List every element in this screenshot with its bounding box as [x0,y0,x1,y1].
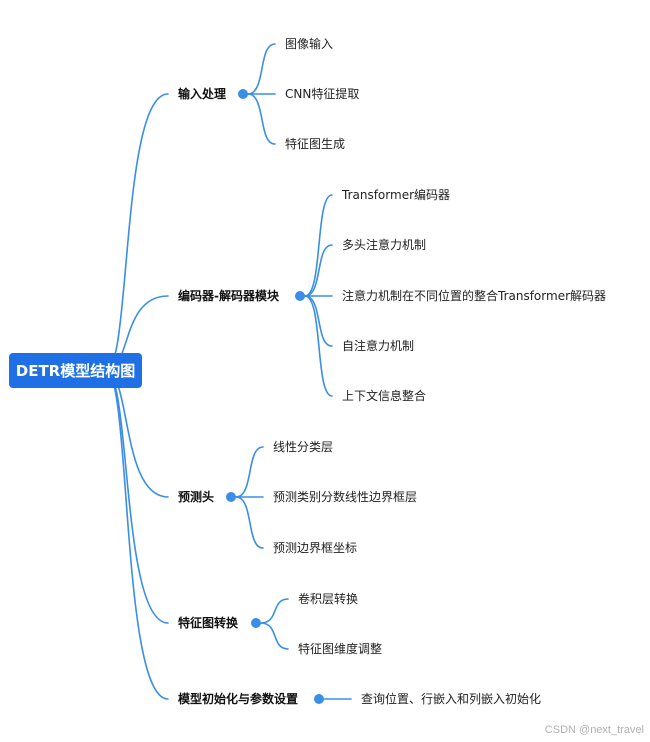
root-branch-connector [105,370,169,700]
leaf-connector [304,194,333,297]
leaf-connector [304,295,333,347]
leaf-label[interactable]: 自注意力机制 [342,339,415,353]
leaf-label[interactable]: 多头注意力机制 [342,238,427,252]
leaf-label[interactable]: 特征图维度调整 [298,642,383,656]
branch-dot[interactable] [314,694,324,704]
leaf-connector [235,446,264,498]
leaf-label[interactable]: 特征图生成 [285,137,346,151]
leaf-label[interactable]: 上下文信息整合 [342,389,427,403]
leaf-connector [260,598,289,624]
branch-dot[interactable] [251,618,261,628]
watermark: CSDN @next_travel [544,724,644,736]
leaf-label[interactable]: 线性分类层 [273,440,334,454]
leaf-label[interactable]: 卷积层转换 [298,592,359,606]
leaf-label[interactable]: 查询位置、行嵌入和列嵌入初始化 [361,692,542,706]
branch-label[interactable]: 特征图转换 [178,616,239,630]
root-branch-connector [105,370,169,624]
branch-label[interactable]: 预测头 [178,490,215,504]
branch-label[interactable]: 模型初始化与参数设置 [178,692,299,706]
leaf-connector [304,295,333,397]
branch-label[interactable]: 输入处理 [178,87,227,101]
root-branch-connector [105,93,169,372]
branch-dot[interactable] [238,89,248,99]
branch-dot[interactable] [295,291,305,301]
leaf-label[interactable]: 图像输入 [285,37,334,51]
leaf-label[interactable]: 预测边界框坐标 [273,541,358,555]
leaf-label[interactable]: 预测类别分数线性边界框层 [273,490,418,504]
branch-dot[interactable] [226,492,236,502]
leaf-label[interactable]: 注意力机制在不同位置的整合Transformer解码器 [342,289,607,303]
leaf-connector [247,93,276,145]
branch-label[interactable]: 编码器-解码器模块 [178,289,279,303]
leaf-connector [247,43,276,95]
leaf-connector [235,496,264,549]
leaf-connector [304,244,333,297]
leaf-label[interactable]: CNN特征提取 [285,87,360,101]
leaf-connector [260,622,289,650]
root-node[interactable]: DETR模型结构图 [9,353,142,388]
leaf-label[interactable]: Transformer编码器 [342,188,451,202]
